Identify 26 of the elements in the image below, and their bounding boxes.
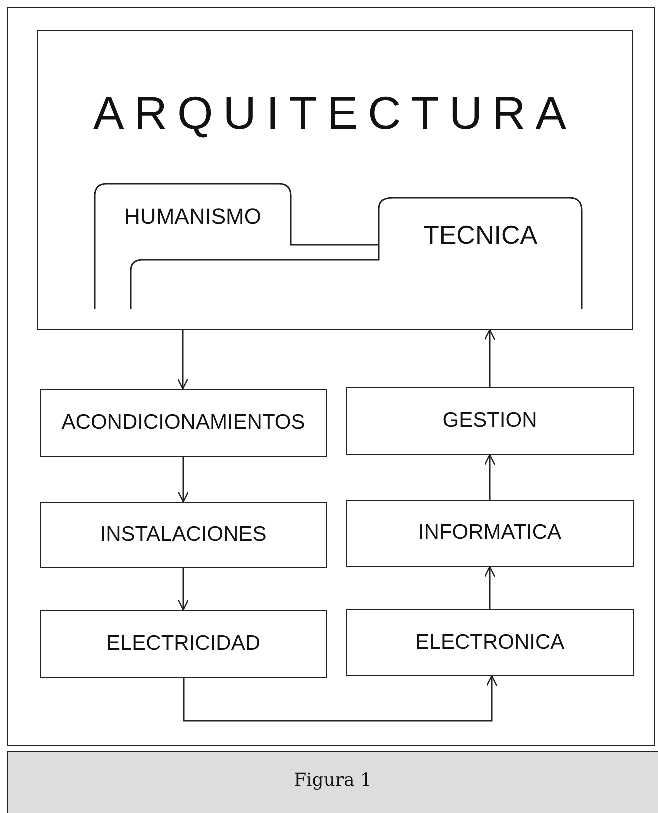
arrow <box>178 568 190 611</box>
process-box <box>346 500 634 567</box>
process-box <box>346 387 634 455</box>
tab-shape <box>379 198 582 309</box>
arrow <box>178 457 190 503</box>
process-box <box>37 30 633 330</box>
figure-caption: Figura 1 <box>293 770 373 791</box>
node-label: INSTALACIONES <box>99 523 268 547</box>
arrow <box>484 329 496 387</box>
node-label: ARQUITECTURA <box>92 86 578 140</box>
process-box <box>40 610 327 678</box>
node-label: GESTION <box>442 409 538 433</box>
node-label: ACONDICIONAMIENTOS <box>60 411 306 435</box>
node-label: ELECTRONICA <box>414 631 566 655</box>
process-box <box>40 502 327 568</box>
arrow <box>183 675 498 722</box>
node-label: ELECTRICIDAD <box>105 632 262 656</box>
node-label: HUMANISMO <box>124 204 262 230</box>
tab-shape <box>95 184 379 309</box>
node-label: INFORMATICA <box>417 521 563 545</box>
arrow <box>484 566 496 609</box>
arrow <box>484 454 496 500</box>
node-label: TECNICA <box>422 220 539 251</box>
process-box <box>346 609 634 676</box>
arrow <box>177 330 189 390</box>
process-box <box>40 389 327 457</box>
